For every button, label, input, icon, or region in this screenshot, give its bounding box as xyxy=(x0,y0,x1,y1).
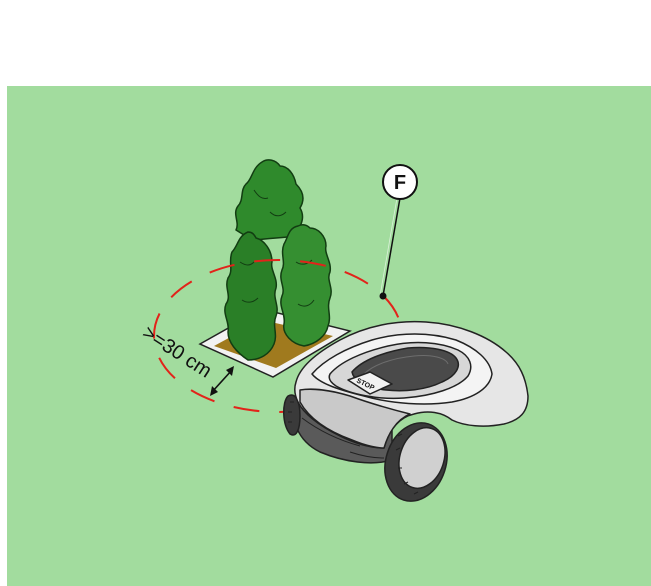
callout-label: F xyxy=(394,172,406,194)
